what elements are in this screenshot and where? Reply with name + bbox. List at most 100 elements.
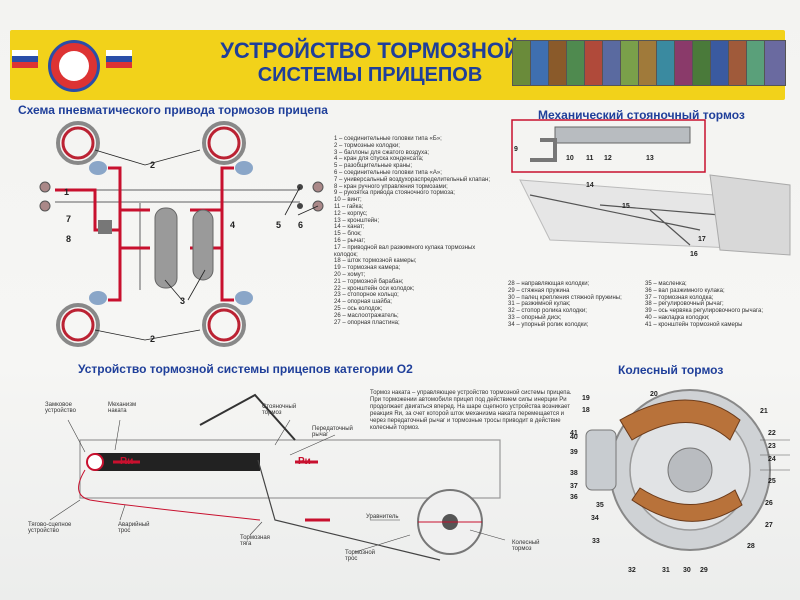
callout-20: 20 (650, 391, 658, 398)
legend-item: 17 – приводной вал разжимного кулака тор… (334, 244, 476, 251)
legend-item: 13 – кронштейн; (334, 217, 380, 224)
disconnect-valve-icon (297, 203, 303, 209)
legend-item: 10 – винт; (334, 197, 362, 204)
label-equalizer: Уравнитель (366, 514, 399, 520)
label-coupling-device: Тягово-сцепное устройство (28, 522, 72, 534)
label-transfer-lever: Передаточный рычаг (312, 426, 353, 438)
callout-11: 11 (586, 155, 594, 162)
label-ri: Rи (120, 456, 134, 467)
callout-26: 26 (765, 500, 773, 507)
legend-item: 11 – гайка; (334, 203, 364, 210)
legend-item: 16 – рычаг; (334, 237, 366, 244)
o2-description: Тормоз наката – управляющее устройство т… (370, 390, 572, 431)
legend-item: 5 – разобщительные краны; (334, 163, 413, 170)
brake-drum-icon (202, 121, 246, 165)
legend-item: 27 – опорная пластина; (334, 319, 400, 326)
legend-item: 40 – накладка колодки; (645, 314, 710, 321)
flag-right-icon (106, 50, 132, 68)
legend-item: 23 – стопорное кольцо; (334, 292, 399, 299)
brake-drum-icon (56, 303, 100, 347)
coupling-head-b-icon (39, 200, 51, 212)
o2-overrun-diagram (49, 393, 506, 561)
flag-left-icon (12, 50, 38, 68)
callout-22: 22 (768, 430, 776, 437)
callout-37: 37 (570, 483, 578, 490)
legend-item: 28 – направляющая колодки; (508, 281, 590, 287)
legend-col1: 1 – соединительные головки типа «Б»;2 – … (334, 136, 490, 326)
callout-38: 38 (570, 470, 578, 477)
drum-side-view (709, 174, 791, 256)
air-reservoir-icon (154, 207, 178, 289)
legend-item: 39 – ось червяка регулировочного рычага; (645, 308, 763, 315)
callout-27: 27 (765, 522, 773, 529)
callout-32: 32 (628, 567, 636, 574)
section-title-wheel: Колесный тормоз (618, 363, 724, 377)
callout-7: 7 (66, 214, 72, 224)
parking-mechanism-frame (511, 119, 706, 173)
callout-30: 30 (683, 567, 691, 574)
legend-item: 32 – стопор ролика колодки; (508, 308, 587, 315)
coupling-head-b-icon (39, 181, 51, 193)
callout-3: 3 (180, 296, 186, 306)
legend-item: 1 – соединительные головки типа «Б»; (334, 136, 442, 142)
callout-13: 13 (646, 155, 654, 162)
callout-29: 29 (700, 567, 708, 574)
callout-5: 5 (276, 220, 282, 230)
book-covers-strip (512, 40, 787, 86)
parking-brake-diagram (511, 119, 791, 256)
legend-item: 19 – тормозная камера; (334, 265, 401, 272)
callout-2-bottom: 2 (150, 334, 156, 344)
emergency-cable-line (78, 469, 261, 521)
label-wheel-brake: Колесный тормоз (512, 540, 540, 552)
brake-drum-icon (56, 121, 100, 165)
legend-item: 22 – кронштейн оси колодок; (334, 285, 415, 292)
legend-item: 36 – вал разжимного кулака; (645, 287, 725, 294)
legend-item: 18 – шток тормозной камеры; (334, 258, 417, 265)
callout-17: 17 (698, 236, 706, 243)
legend-item: 4 – кран для спуска конденсата; (334, 156, 424, 163)
label-lock-device: Замковое устройство (45, 402, 76, 414)
brake-chamber-icon (585, 429, 617, 491)
brake-chamber-icon (235, 161, 253, 175)
legend-item: 25 – ось колодок; (334, 305, 383, 312)
callout-41: 41 (570, 430, 578, 437)
legend-item: 9 – рукоятка привода стояночного тормоза… (334, 190, 455, 197)
towing-ball-icon (86, 453, 104, 471)
callout-33: 33 (592, 538, 600, 545)
section-title-o2: Устройство тормозной системы прицепов ка… (78, 362, 413, 376)
legend-item: 35 – масленка; (645, 281, 687, 287)
distributor-valve-icon (98, 220, 112, 234)
section-title-parking: Механический стояночный тормоз (538, 108, 745, 122)
brake-drum-icon (202, 303, 246, 347)
brake-chamber-icon (89, 161, 107, 175)
air-reservoir-icon (192, 209, 214, 281)
callout-9: 9 (514, 146, 518, 153)
callout-6: 6 (298, 220, 304, 230)
section-title-pneumatic: Схема пневматического привода тормозов п… (18, 103, 328, 117)
label-brake-rod: Тормозная тяга (240, 535, 270, 547)
page-title-line1: УСТРОЙСТВО ТОРМОЗНОЙ (220, 38, 520, 63)
brake-chamber-icon (235, 291, 253, 305)
legend-item: 14 – канат; (334, 224, 365, 231)
callout-15: 15 (622, 203, 630, 210)
label-overrun-mechanism: Механизм наката (108, 402, 137, 414)
callout-25: 25 (768, 478, 776, 485)
callout-2-top: 2 (150, 160, 156, 170)
brake-chamber-icon (89, 291, 107, 305)
legend-item: 37 – тормозная колодка; (645, 294, 714, 301)
screw-housing (554, 126, 691, 144)
legend-item: колодок; (334, 251, 358, 258)
legend-item: 3 – баллоны для сжатого воздуха; (334, 149, 430, 156)
legend-item: 2 – тормозные колодки; (334, 142, 400, 149)
callout-40: 40 (570, 434, 578, 441)
callout-19: 19 (582, 395, 590, 402)
legend-item: 12 – корпус; (334, 210, 368, 217)
legend-item: 41 – кронштейн тормозной камеры (645, 321, 743, 328)
callout-36: 36 (570, 494, 578, 501)
parking-lever-icon (199, 393, 296, 441)
callout-16: 16 (690, 251, 698, 258)
label-pi: Ри (298, 456, 311, 467)
legend-item: 21 – тормозной барабан; (334, 278, 404, 285)
label-parking-brake: Стояночный тормоз (262, 404, 297, 416)
page-title-line2: СИСТЕМЫ ПРИЦЕПОВ (257, 64, 483, 86)
